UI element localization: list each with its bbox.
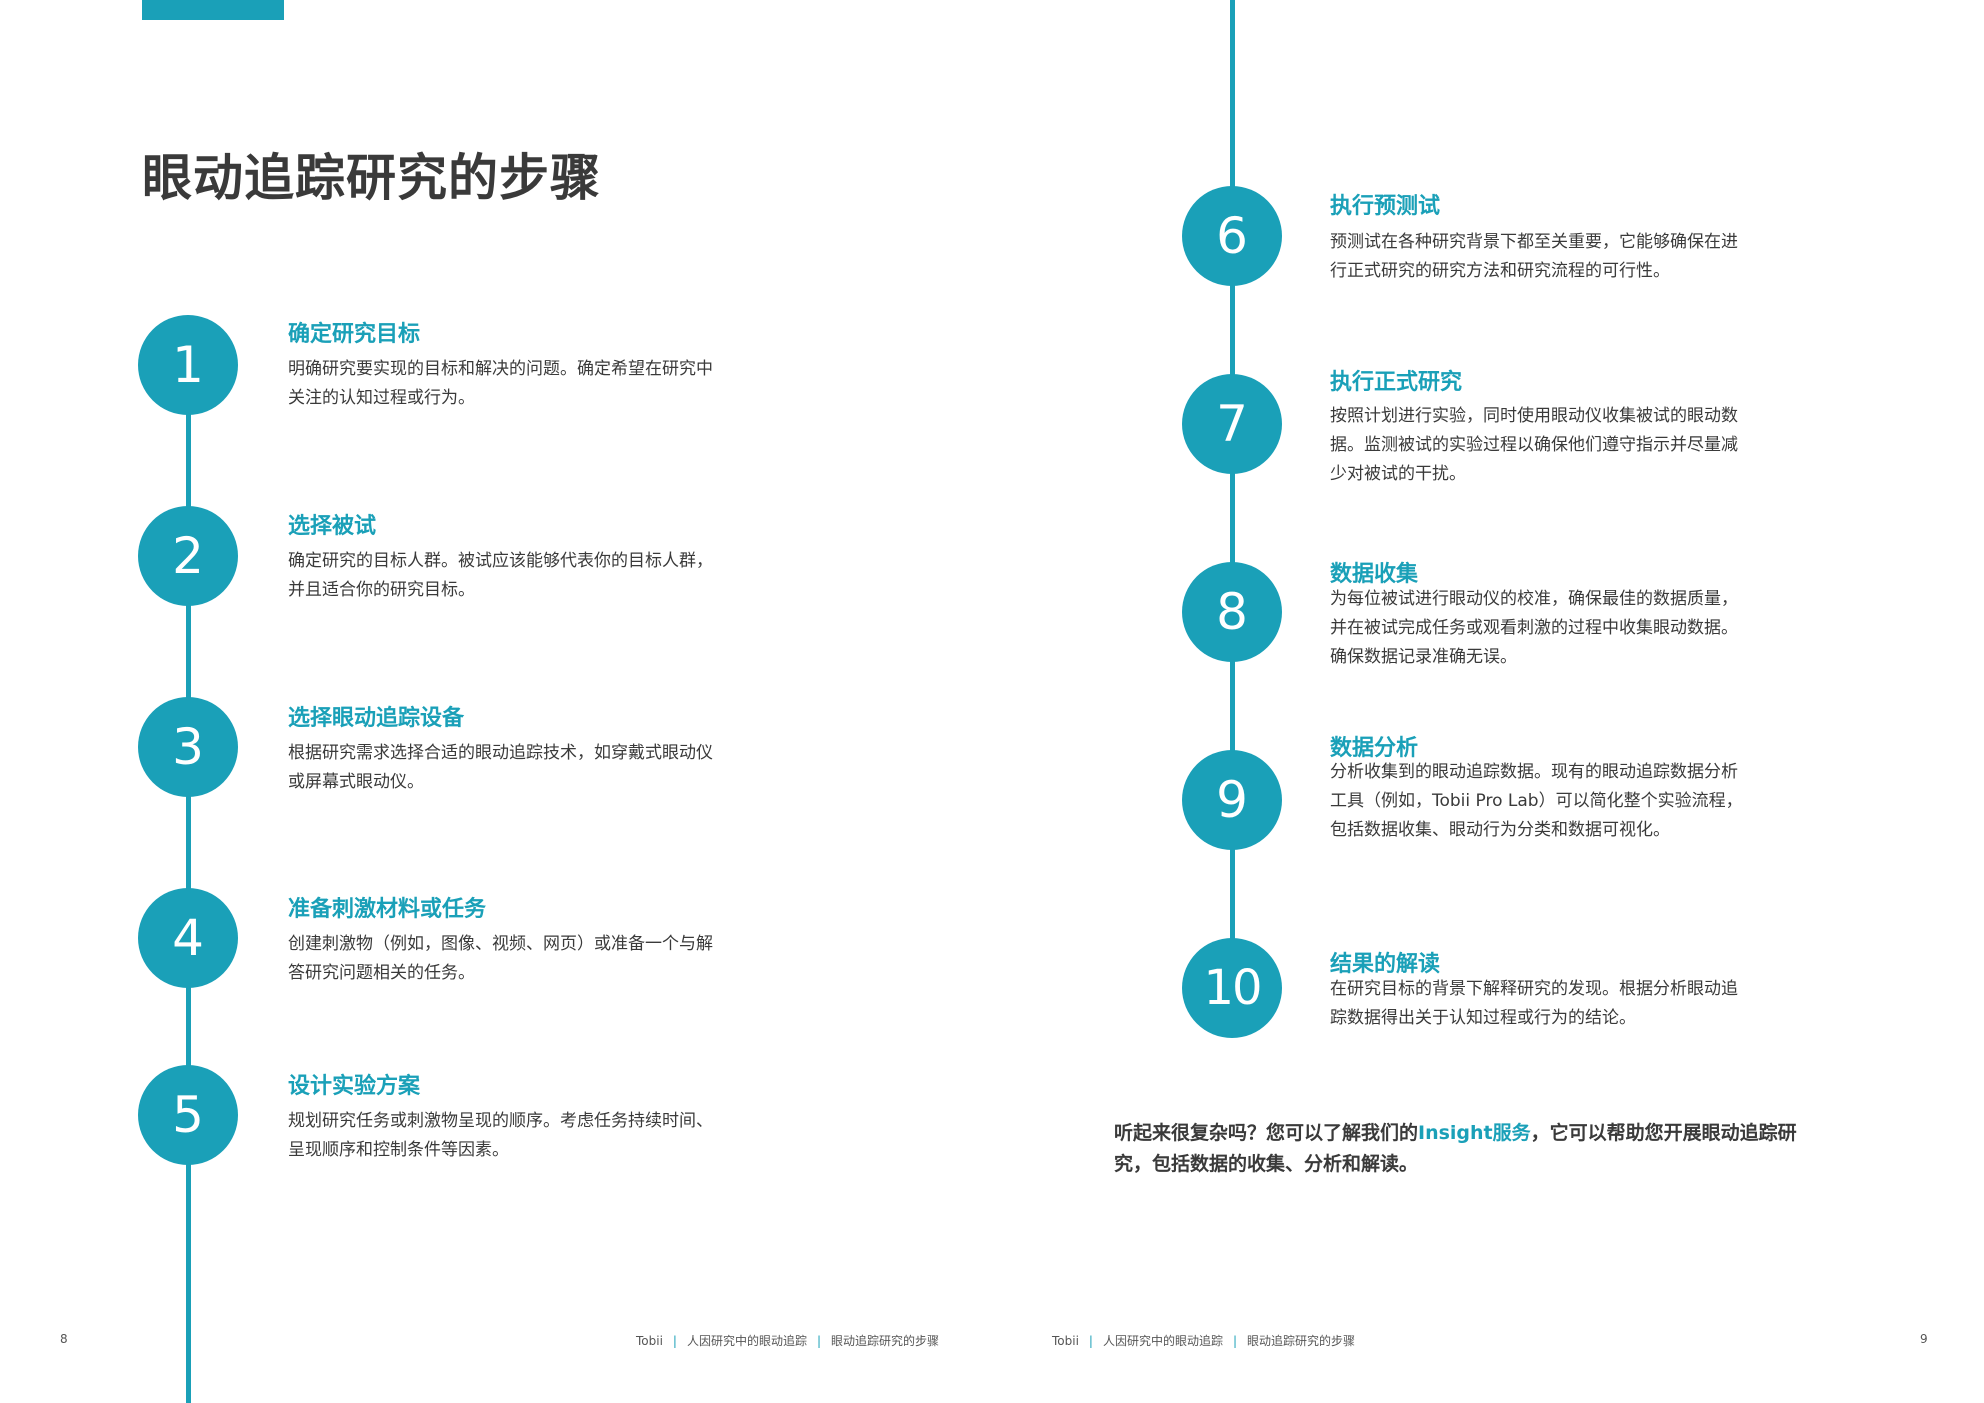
footer-separator: | [672,1334,677,1348]
right-page: 6 执行预测试 预测试在各种研究背景下都至关重要，它能够确保在进行正式研究的研究… [992,0,1984,1403]
running-footer: Tobii | 人因研究中的眼动追踪 | 眼动追踪研究的步骤 [1052,1332,1355,1349]
step-number-badge: 4 [138,888,238,988]
step-description: 根据研究需求选择合适的眼动追踪技术，如穿戴式眼动仪或屏幕式眼动仪。 [288,743,713,792]
footer-brand: Tobii [1052,1334,1079,1348]
insight-service-link[interactable]: Insight服务 [1418,1122,1531,1144]
step-description: 确定研究的目标人群。被试应该能够代表你的目标人群，并且适合你的研究目标。 [288,551,713,600]
footer-separator: | [816,1334,822,1348]
footer-separator: | [1232,1334,1238,1348]
step-number-badge: 10 [1182,938,1282,1038]
step-description: 创建刺激物（例如，图像、视频、网页）或准备一个与解答研究问题相关的任务。 [288,934,713,983]
step-number-badge: 6 [1182,186,1282,286]
step-title: 选择被试 [288,514,377,539]
page-number: 8 [60,1332,68,1346]
step-number-badge: 9 [1182,750,1282,850]
step-description: 预测试在各种研究背景下都至关重要，它能够确保在进行正式研究的研究方法和研究流程的… [1330,232,1738,281]
step-title: 设计实验方案 [288,1074,421,1099]
callout-text-before: 听起来很复杂吗？您可以了解我们的 [1114,1122,1419,1144]
step-title: 选择眼动追踪设备 [288,706,465,731]
step-number-badge: 7 [1182,374,1282,474]
running-footer: Tobii | 人因研究中的眼动追踪 | 眼动追踪研究的步骤 [636,1332,939,1349]
footer-brand: Tobii [636,1334,663,1348]
callout-text-after: ，它可以帮助您开展眼动追踪研究，包括数据的收集、分析和解读。 [1114,1122,1797,1175]
timeline-line-left [186,365,191,1403]
step-title: 确定研究目标 [288,322,421,347]
step-title: 执行正式研究 [1330,370,1463,395]
footer-publication: 人因研究中的眼动追踪 [686,1334,807,1348]
step-number-badge: 8 [1182,562,1282,662]
step-number-badge: 1 [138,315,238,415]
step-title: 结果的解读 [1330,952,1441,977]
insight-callout: 听起来很复杂吗？您可以了解我们的Insight服务，它可以帮助您开展眼动追踪研究… [1114,1118,1834,1180]
step-description: 按照计划进行实验，同时使用眼动仪收集被试的眼动数据。监测被试的实验过程以确保他们… [1330,406,1738,484]
left-page: 眼动追踪研究的步骤 1 确定研究目标 明确研究要实现的目标和解决的问题。确定希望… [60,0,939,1403]
step-description: 分析收集到的眼动追踪数据。现有的眼动追踪数据分析工具（例如，Tobii Pro … [1330,762,1743,840]
step-number-badge: 5 [138,1065,238,1165]
step-description: 规划研究任务或刺激物呈现的顺序。考虑任务持续时间、呈现顺序和控制条件等因素。 [288,1111,713,1160]
step-number-badge: 2 [138,506,238,606]
footer-section: 眼动追踪研究的步骤 [831,1334,940,1348]
footer-publication: 人因研究中的眼动追踪 [1102,1334,1223,1348]
step-description: 为每位被试进行眼动仪的校准，确保最佳的数据质量，并在被试完成任务或观看刺激的过程… [1330,589,1738,667]
step-number-badge: 3 [138,697,238,797]
step-description: 在研究目标的背景下解释研究的发现。根据分析眼动追踪数据得出关于认知过程或行为的结… [1330,979,1738,1028]
step-title: 数据分析 [1330,736,1419,761]
page-title: 眼动追踪研究的步骤 [142,149,601,207]
step-description: 明确研究要实现的目标和解决的问题。确定希望在研究中关注的认知过程或行为。 [288,359,713,408]
page-number: 9 [1920,1332,1928,1346]
timeline-line-right [1230,0,1235,1000]
step-title: 准备刺激材料或任务 [288,897,487,922]
step-title: 执行预测试 [1330,194,1441,219]
step-title: 数据收集 [1330,562,1419,587]
top-accent-tab [142,0,284,20]
footer-section: 眼动追踪研究的步骤 [1247,1334,1356,1348]
footer-separator: | [1088,1334,1093,1348]
